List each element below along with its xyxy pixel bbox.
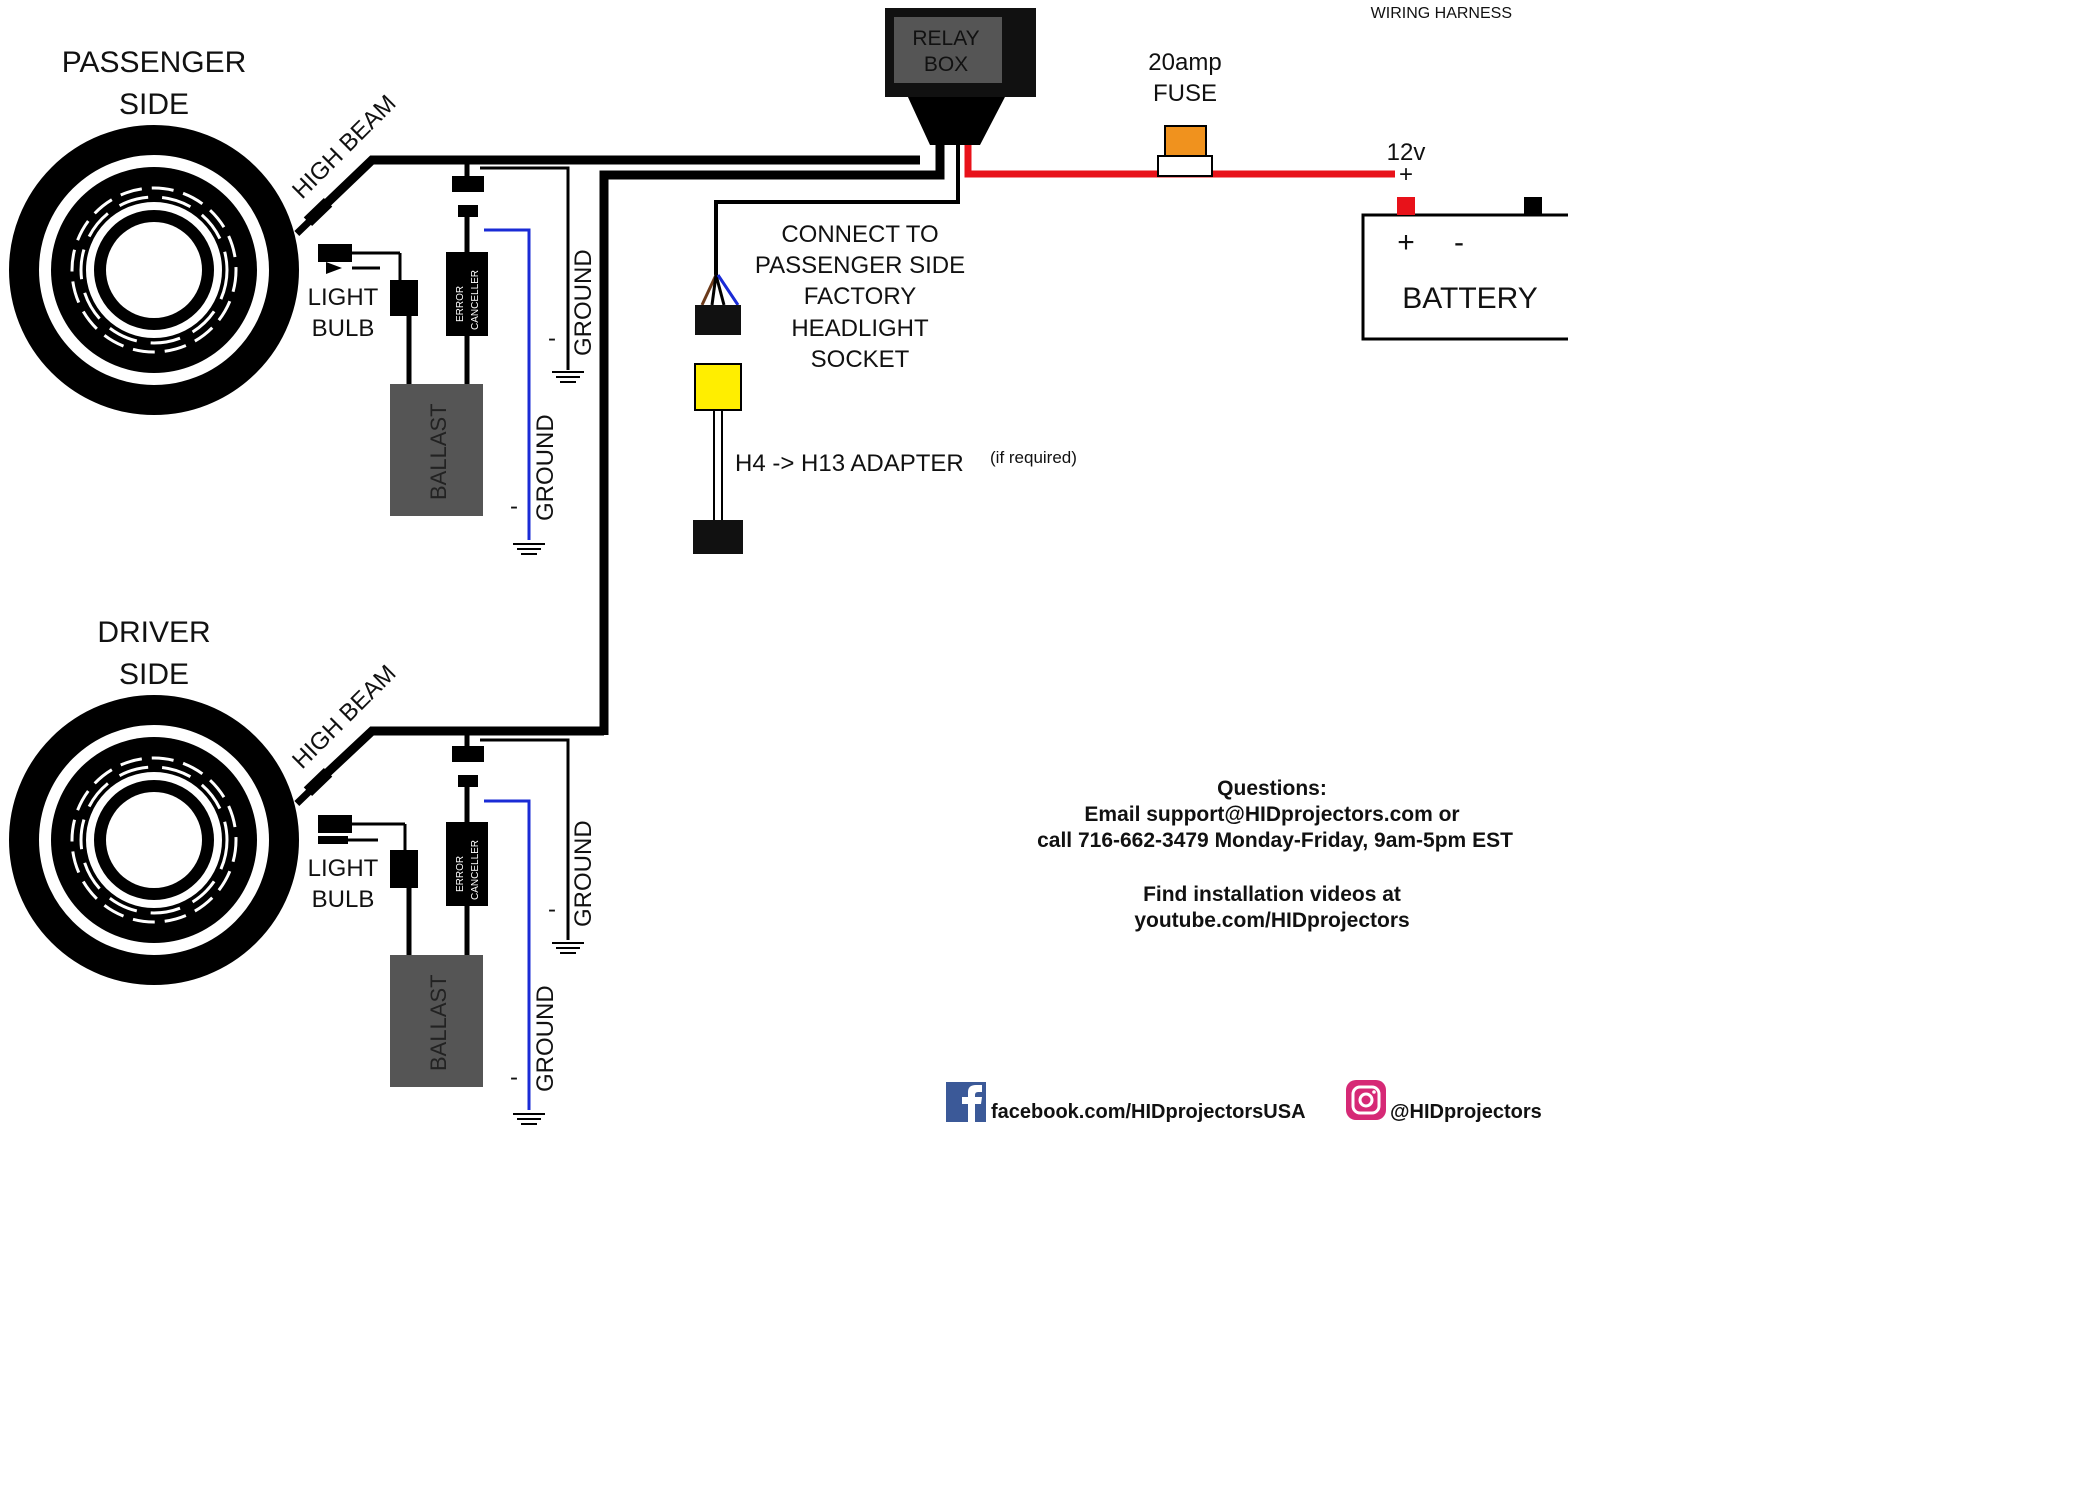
fuse-label-line2: FUSE	[1153, 80, 1217, 107]
passenger-canceller-label-line2: CANCELLER	[470, 270, 481, 330]
contact-line-4: Find installation videos at	[1143, 883, 1401, 906]
driver-ballast-label: BALLAST	[426, 974, 451, 1071]
relay-box-label-line1: RELAY	[912, 27, 979, 50]
positive-wire	[964, 145, 1395, 178]
passenger-side-title-line1: PASSENGER	[62, 46, 247, 79]
passenger-ground-minus-2: -	[510, 493, 518, 520]
passenger-error-canceller	[446, 160, 488, 384]
facebook-icon[interactable]	[946, 1082, 986, 1122]
driver-bulb-label-line2: BULB	[312, 886, 375, 913]
passenger-ground-label-1: GROUND	[570, 249, 597, 356]
passenger-ballast-label: BALLAST	[426, 403, 451, 500]
passenger-ground-label-2: GROUND	[532, 414, 559, 521]
fuse	[1157, 125, 1213, 177]
diagram-title: WIRING HARNESS	[1371, 5, 1512, 22]
driver-error-canceller	[446, 731, 488, 955]
fuse-label-line1: 20amp	[1148, 49, 1221, 76]
contact-line-2: Email support@HIDprojectors.com or	[1084, 803, 1459, 826]
connect-label-line5: SOCKET	[811, 346, 910, 373]
driver-ground-label-1: GROUND	[570, 820, 597, 927]
driver-ground-minus-2: -	[510, 1064, 518, 1091]
driver-canceller-label-line1: ERROR	[455, 856, 466, 892]
adapter-note: (if required)	[990, 448, 1077, 467]
connect-label-line4: HEADLIGHT	[791, 315, 929, 342]
driver-side-title-line2: SIDE	[119, 658, 189, 691]
driver-bulb-label-line1: LIGHT	[308, 855, 379, 882]
passenger-ground-wire-black	[480, 166, 584, 383]
battery-wire-plus: +	[1399, 161, 1413, 188]
driver-harness-trunk	[599, 145, 945, 735]
driver-ground-label-2: GROUND	[532, 985, 559, 1092]
battery	[1361, 197, 1568, 341]
passenger-bulb-label-line2: BULB	[312, 315, 375, 342]
contact-line-5: youtube.com/HIDprojectors	[1134, 909, 1409, 932]
battery-label: BATTERY	[1402, 282, 1538, 315]
instagram-icon[interactable]	[1346, 1080, 1386, 1120]
driver-ballast	[390, 955, 483, 1087]
battery-plus-terminal: +	[1397, 226, 1415, 259]
passenger-bulb-connector	[318, 244, 418, 384]
passenger-bulb-label-line1: LIGHT	[308, 284, 379, 311]
facebook-link[interactable]: facebook.com/HIDprojectorsUSA	[991, 1101, 1306, 1123]
passenger-ground-minus-1: -	[548, 325, 556, 352]
passenger-side-title-line2: SIDE	[119, 88, 189, 121]
driver-ground-wire-blue	[484, 799, 545, 1125]
relay-box-label-line2: BOX	[924, 53, 968, 76]
connect-label-line1: CONNECT TO	[781, 221, 938, 248]
driver-canceller-label-line2: CANCELLER	[470, 840, 481, 900]
passenger-headlight	[9, 125, 299, 415]
factory-socket-wire	[714, 145, 960, 275]
passenger-high-beam-connector	[294, 155, 920, 236]
battery-minus-terminal: -	[1454, 226, 1464, 259]
adapter-label: H4 -> H13 ADAPTER	[735, 450, 964, 477]
driver-side-title-line1: DRIVER	[97, 616, 210, 649]
contact-line-3: call 716-662-3479 Monday-Friday, 9am-5pm…	[1037, 829, 1513, 852]
connect-label-line3: FACTORY	[804, 283, 916, 310]
instagram-link[interactable]: @HIDprojectors	[1390, 1101, 1542, 1123]
connect-label-line2: PASSENGER SIDE	[755, 252, 965, 279]
passenger-ballast	[390, 384, 483, 516]
driver-high-beam-connector	[294, 726, 604, 806]
contact-line-1: Questions:	[1217, 777, 1327, 800]
factory-socket-connector	[695, 274, 741, 335]
driver-ground-wire-black	[480, 738, 584, 954]
wiring-diagram: WIRING HARNESS PASSENGER SIDE HIGH BEAM …	[9, 5, 1568, 1125]
h4-h13-adapter	[693, 363, 743, 554]
passenger-canceller-label-line1: ERROR	[455, 286, 466, 322]
passenger-ground-wire-blue	[484, 228, 545, 555]
driver-ground-minus-1: -	[548, 896, 556, 923]
relay-box	[885, 8, 1036, 145]
driver-bulb-connector	[318, 815, 418, 955]
driver-headlight	[9, 695, 299, 985]
battery-voltage-label: 12v	[1387, 139, 1426, 166]
